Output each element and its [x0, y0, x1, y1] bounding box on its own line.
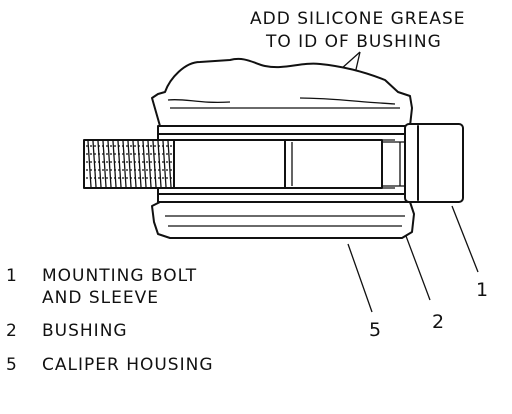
thread-line [152, 140, 157, 188]
thread-line [87, 140, 92, 188]
legend-number-1: 1 [6, 266, 18, 286]
legend-number-2: 2 [6, 321, 18, 341]
thread-line [162, 140, 167, 188]
legend-label-5: CALIPER HOUSING [42, 355, 214, 375]
diagram-number-5: 5 [369, 319, 381, 341]
threaded-end [83, 139, 175, 189]
thread-line [147, 140, 152, 188]
legend-number-5: 5 [6, 355, 18, 375]
thread-line [92, 140, 97, 188]
thread-line [112, 140, 117, 188]
thread-line [142, 140, 147, 188]
diagram-number-2: 2 [432, 311, 444, 333]
thread-line [157, 140, 162, 188]
thread-line [167, 140, 172, 188]
callout-line-1: ADD SILICONE GREASE [250, 9, 466, 29]
thread-line [107, 140, 112, 188]
mounting-bolt [171, 123, 464, 203]
thread-line [132, 140, 137, 188]
thread-line [102, 140, 107, 188]
legend: 1 MOUNTING BOLT AND SLEEVE 2 BUSHING 5 C… [6, 266, 214, 375]
thread-line [137, 140, 142, 188]
part-leaders [347, 205, 479, 313]
thread-line [127, 140, 132, 188]
caliper-housing [151, 57, 415, 239]
thread-line [117, 140, 122, 188]
thread-line [97, 140, 102, 188]
callout-line-2: TO ID OF BUSHING [265, 32, 442, 52]
diagram-number-1: 1 [476, 279, 488, 301]
legend-label-1-line-1: MOUNTING BOLT [42, 266, 197, 286]
thread-line [122, 140, 127, 188]
legend-label-2: BUSHING [42, 321, 128, 341]
legend-label-1-line-2: AND SLEEVE [42, 288, 159, 308]
